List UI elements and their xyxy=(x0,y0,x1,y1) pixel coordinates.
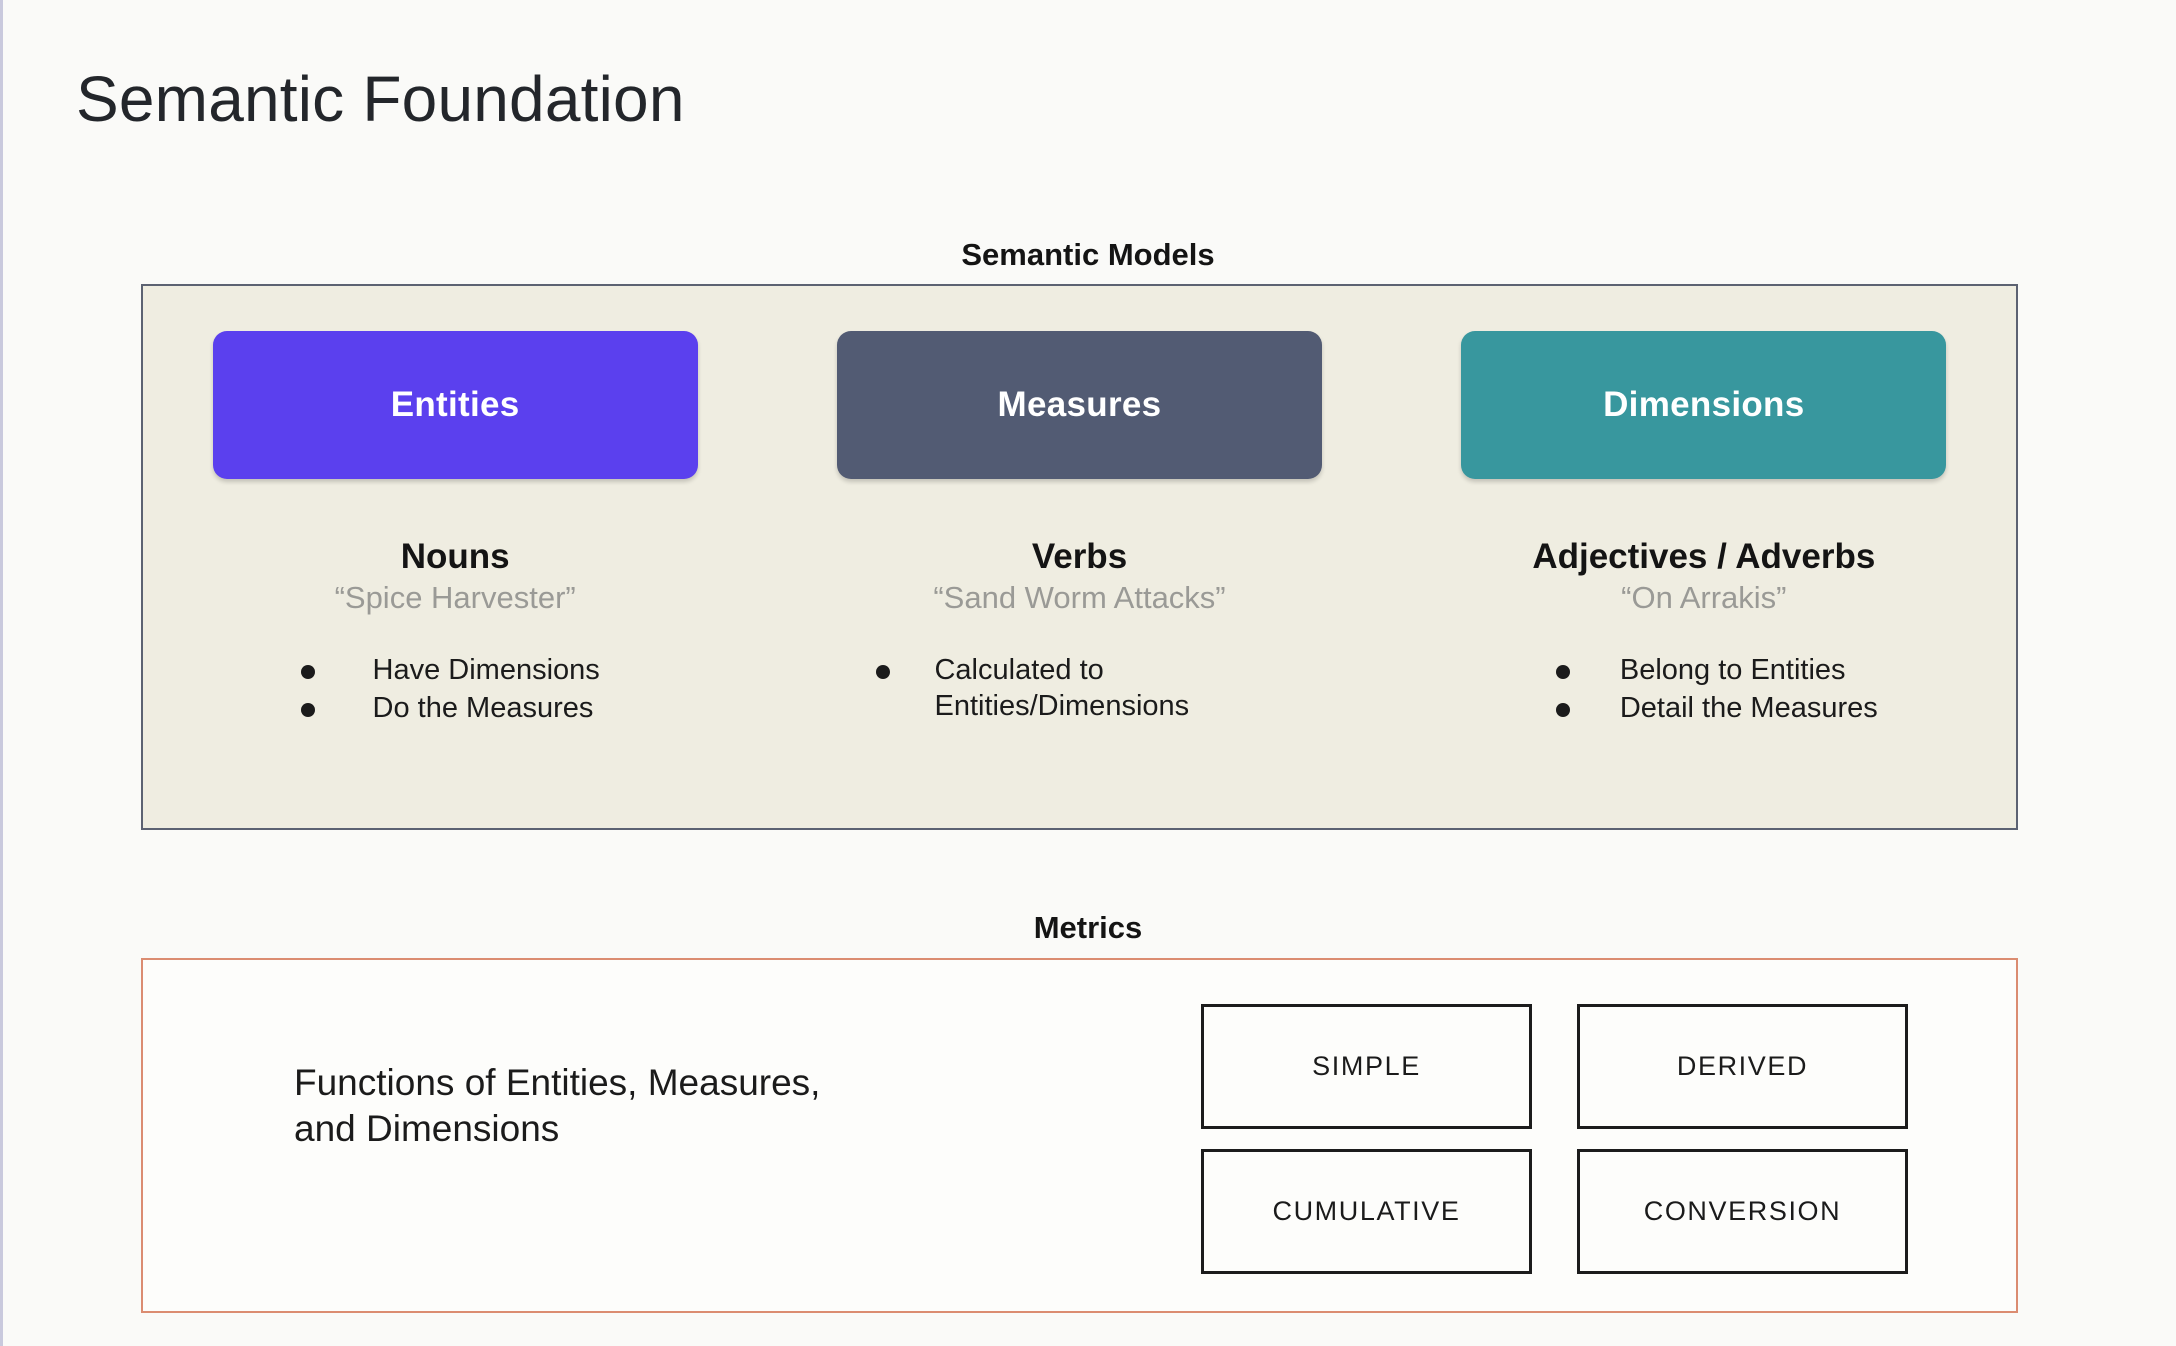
entities-bullet-list: Have Dimensions Do the Measures xyxy=(300,652,600,729)
metric-box-conversion[interactable]: CONVERSION xyxy=(1577,1149,1908,1274)
dimensions-bullet-2: Detail the Measures xyxy=(1619,692,1878,724)
metric-box-simple[interactable]: SIMPLE xyxy=(1201,1004,1532,1129)
measures-bullet-1: Calculated to Entities/Dimensions xyxy=(934,653,1190,722)
metric-box-derived-label: DERIVED xyxy=(1676,1051,1809,1081)
metrics-description: Functions of Entities, Measures, and Dim… xyxy=(294,1060,1054,1153)
metric-box-cumulative-label: CUMULATIVE xyxy=(1272,1196,1461,1226)
chip-measures[interactable]: Measures xyxy=(836,331,1322,479)
semantic-models-heading: Semantic Models xyxy=(0,237,2176,273)
bullet-dot-icon xyxy=(1555,664,1570,679)
list-item: Have Dimensions xyxy=(300,652,600,688)
entities-part-of-speech: Nouns xyxy=(400,537,510,576)
entities-example: “Spice Harvester” xyxy=(334,579,576,615)
dimensions-bullet-list: Belong to Entities Detail the Measures xyxy=(1555,652,1878,729)
chip-entities-label: Entities xyxy=(390,385,520,424)
metrics-heading: Metrics xyxy=(0,910,2176,946)
semantic-column-measures: Measures Verbs “Sand Worm Attacks” Calcu… xyxy=(767,286,1391,828)
semantic-column-dimensions: Dimensions Adjectives / Adverbs “On Arra… xyxy=(1392,286,2016,828)
semantic-models-panel: Entities Nouns “Spice Harvester” Have Di… xyxy=(141,284,2018,830)
left-edge-strip xyxy=(0,0,3,1346)
semantic-column-entities: Entities Nouns “Spice Harvester” Have Di… xyxy=(143,286,767,828)
bullet-dot-icon xyxy=(300,703,315,717)
bullet-dot-icon xyxy=(300,664,315,679)
list-item: Belong to Entities xyxy=(1555,652,1878,688)
metric-box-derived[interactable]: DERIVED xyxy=(1577,1004,1908,1129)
list-item: Do the Measures xyxy=(300,690,600,726)
measures-part-of-speech: Verbs xyxy=(1031,537,1128,576)
entities-bullet-1: Have Dimensions xyxy=(372,653,600,686)
dimensions-part-of-speech: Adjectives / Adverbs xyxy=(1532,537,1876,576)
list-item: Calculated to Entities/Dimensions xyxy=(876,652,1254,725)
metric-box-conversion-label: CONVERSION xyxy=(1643,1196,1842,1226)
chip-dimensions[interactable]: Dimensions xyxy=(1461,331,1947,479)
metrics-description-line-2: and Dimensions xyxy=(294,1108,560,1150)
measures-bullet-list: Calculated to Entities/Dimensions xyxy=(876,652,1254,727)
dimensions-example: “On Arrakis” xyxy=(1621,579,1787,615)
measures-example: “Sand Worm Attacks” xyxy=(933,579,1226,615)
chip-dimensions-label: Dimensions xyxy=(1603,385,1805,424)
metrics-panel: Functions of Entities, Measures, and Dim… xyxy=(141,958,2018,1313)
chip-entities[interactable]: Entities xyxy=(212,331,698,479)
list-item: Detail the Measures xyxy=(1555,690,1878,726)
chip-measures-label: Measures xyxy=(997,385,1162,424)
bullet-dot-icon xyxy=(1555,703,1570,717)
bullet-dot-icon xyxy=(876,664,891,679)
metrics-heading-label: Metrics xyxy=(1033,910,1143,945)
semantic-models-heading-label: Semantic Models xyxy=(961,237,1215,272)
metric-box-cumulative[interactable]: CUMULATIVE xyxy=(1201,1149,1532,1274)
metric-box-simple-label: SIMPLE xyxy=(1312,1051,1421,1081)
semantic-models-columns: Entities Nouns “Spice Harvester” Have Di… xyxy=(143,286,2016,828)
metrics-description-line-1: Functions of Entities, Measures, xyxy=(294,1062,821,1103)
entities-bullet-2: Do the Measures xyxy=(372,692,594,724)
dimensions-bullet-1: Belong to Entities xyxy=(1619,653,1846,686)
page-title: Semantic Foundation xyxy=(76,63,685,135)
metric-type-grid: SIMPLE DERIVED CUMULATIVE CONVERSION xyxy=(1201,1004,1908,1274)
